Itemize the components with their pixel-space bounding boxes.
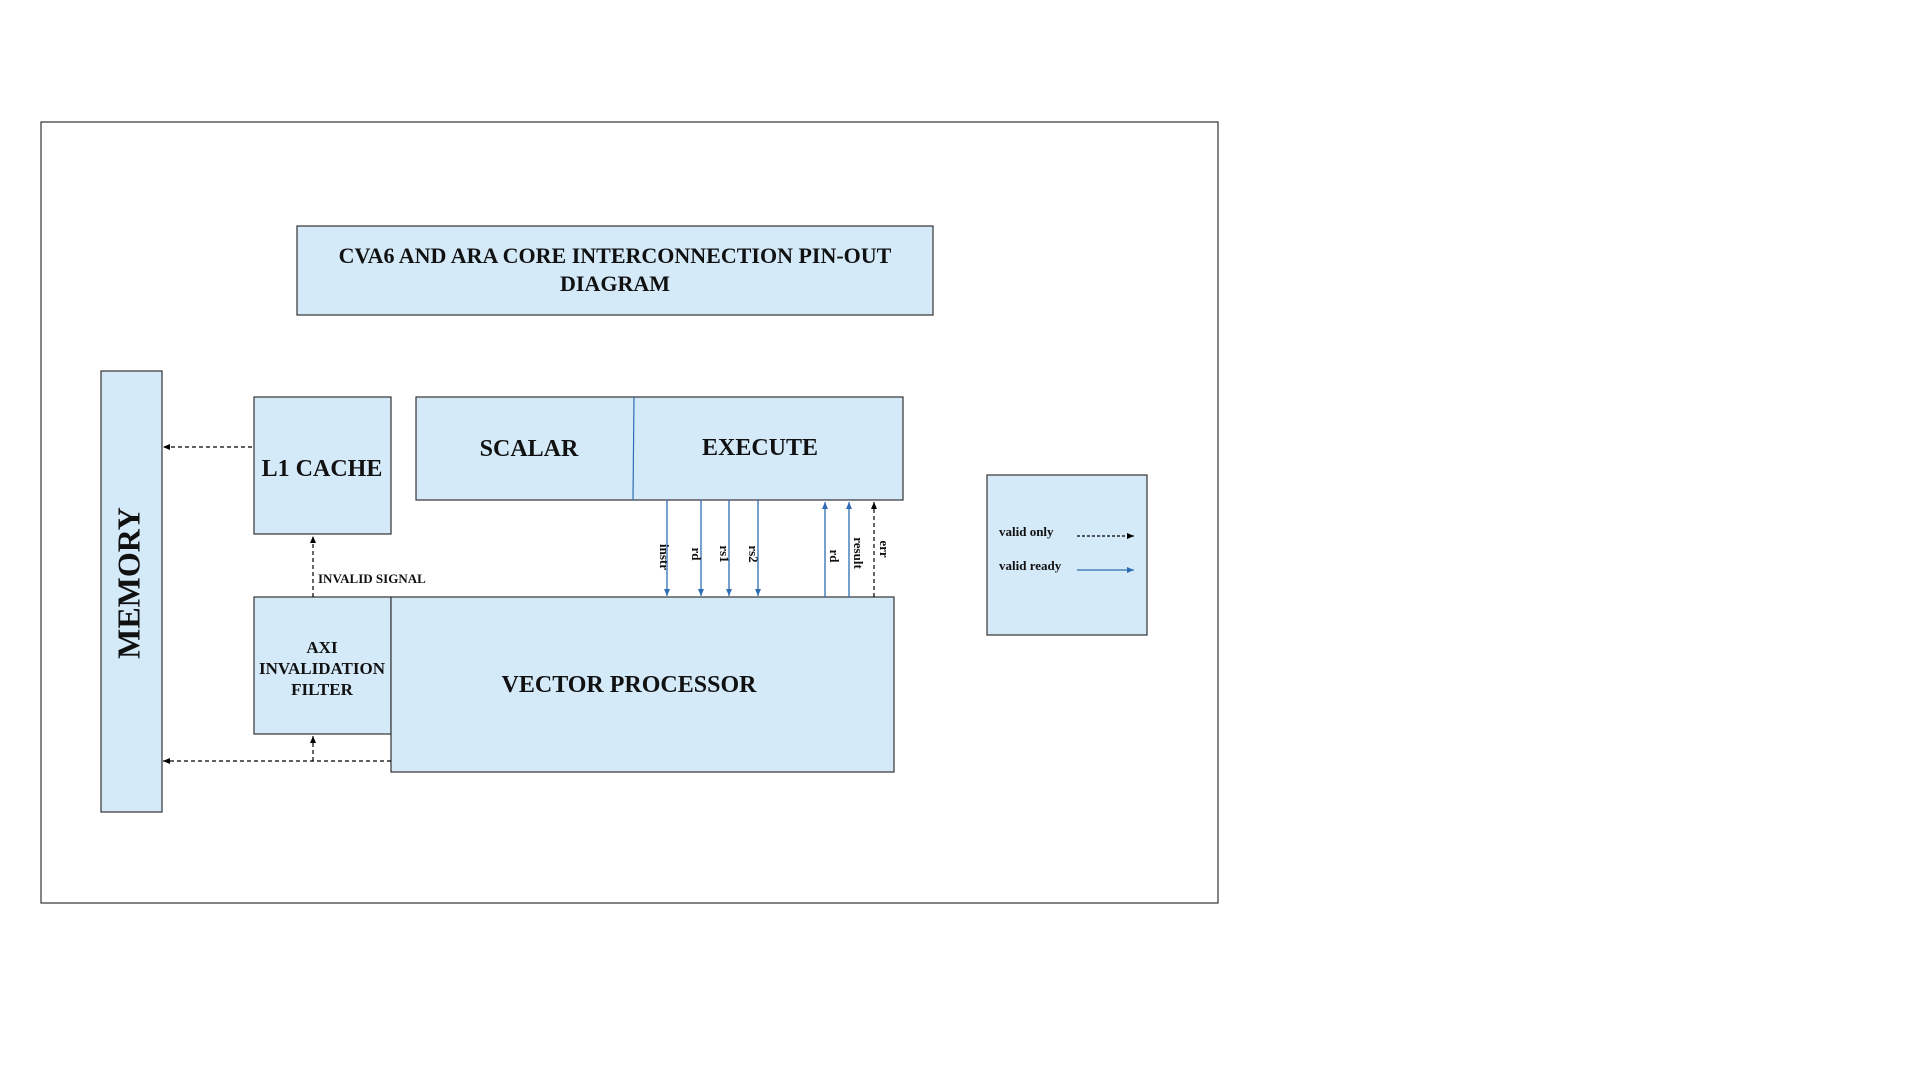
invalid-signal-label: INVALID SIGNAL — [318, 571, 426, 586]
axi-filter-line-2: INVALIDATION — [259, 659, 386, 678]
memory-label: MEMORY — [110, 507, 146, 659]
err-label: err — [877, 540, 892, 558]
axi-invalidation-filter-block: AXI INVALIDATION FILTER — [253, 596, 392, 735]
axi-filter-line-3: FILTER — [291, 680, 353, 699]
instr-label: instr — [657, 544, 672, 570]
vector-processor-label: VECTOR PROCESSOR — [502, 672, 758, 698]
scalar-label: SCALAR — [480, 436, 579, 462]
rs1-label: rs1 — [717, 545, 732, 562]
from-vector-signals: rd result err — [822, 502, 892, 597]
vector-processor-block: VECTOR PROCESSOR — [390, 596, 895, 773]
l1-cache-label: L1 CACHE — [262, 456, 383, 482]
result-label: result — [851, 537, 866, 569]
scalar-execute-divider — [632, 396, 635, 501]
to-vector-signals: instr rd rs1 rs2 — [657, 500, 761, 596]
memory-block: MEMORY — [100, 370, 163, 813]
rs2-label: rs2 — [746, 545, 761, 562]
legend-valid-ready-label: valid ready — [999, 558, 1062, 573]
axi-filter-line-1: AXI — [306, 638, 338, 657]
rd-in-label: rd — [827, 550, 842, 564]
scalar-execute-block: SCALAR EXECUTE — [415, 396, 904, 501]
l1-cache-block: L1 CACHE — [253, 396, 392, 535]
rd-out-label: rd — [689, 548, 704, 562]
execute-label: EXECUTE — [702, 435, 818, 461]
legend-valid-only-label: valid only — [999, 524, 1054, 539]
title-box: CVA6 AND ARA CORE INTERCONNECTION PIN-OU… — [296, 225, 934, 316]
legend-box: valid only valid ready — [986, 474, 1148, 636]
title-line-1: CVA6 AND ARA CORE INTERCONNECTION PIN-OU… — [339, 243, 892, 268]
title-line-2: DIAGRAM — [560, 271, 670, 296]
